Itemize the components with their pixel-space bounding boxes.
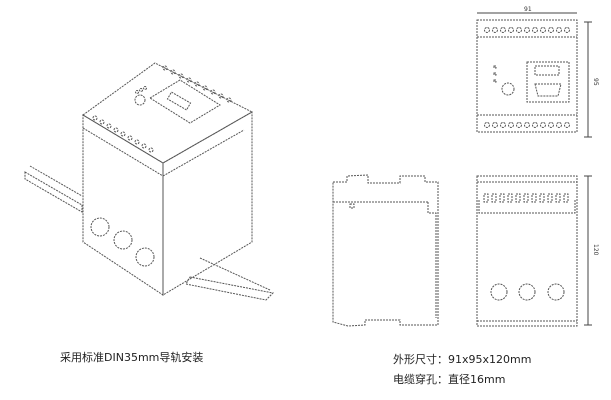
cable-hole xyxy=(90,217,110,237)
connector-recess xyxy=(149,79,221,124)
width-label: 91 xyxy=(524,6,532,13)
cable-hole xyxy=(518,283,536,301)
side-view xyxy=(332,174,439,327)
mounting-caption: 采用标准DIN35mm导轨安装 xyxy=(60,351,204,364)
cable-hole-caption: 电缆穿孔：直径16mm xyxy=(393,373,506,386)
front-face xyxy=(82,114,164,296)
front-view: 91 95 xyxy=(476,6,599,138)
indicator-icon xyxy=(134,94,146,106)
height-label: 95 xyxy=(592,78,599,86)
din-rail-right xyxy=(185,276,275,301)
terminal-screws-back xyxy=(162,65,232,103)
terminal-slots xyxy=(483,193,569,203)
terminal-row-top xyxy=(484,27,570,33)
cable-hole xyxy=(113,230,133,250)
end-view: 120 xyxy=(476,175,599,327)
indicator-icon xyxy=(501,82,515,96)
top-face xyxy=(82,62,254,164)
dimensions-caption: 外形尺寸：91x95x120mm xyxy=(393,353,532,366)
terminal-block-port xyxy=(534,65,560,76)
din-rail-left xyxy=(24,171,83,213)
isometric-view xyxy=(24,62,275,301)
terminal-row-bottom xyxy=(484,122,570,128)
port-panel xyxy=(526,61,570,103)
db9-port-icon xyxy=(534,83,562,97)
terminal-screws-front xyxy=(92,115,154,153)
cable-hole xyxy=(547,283,565,301)
right-face xyxy=(162,111,253,296)
cable-hole xyxy=(135,247,155,267)
cable-hole xyxy=(490,283,508,301)
depth-label: 120 xyxy=(592,244,599,256)
